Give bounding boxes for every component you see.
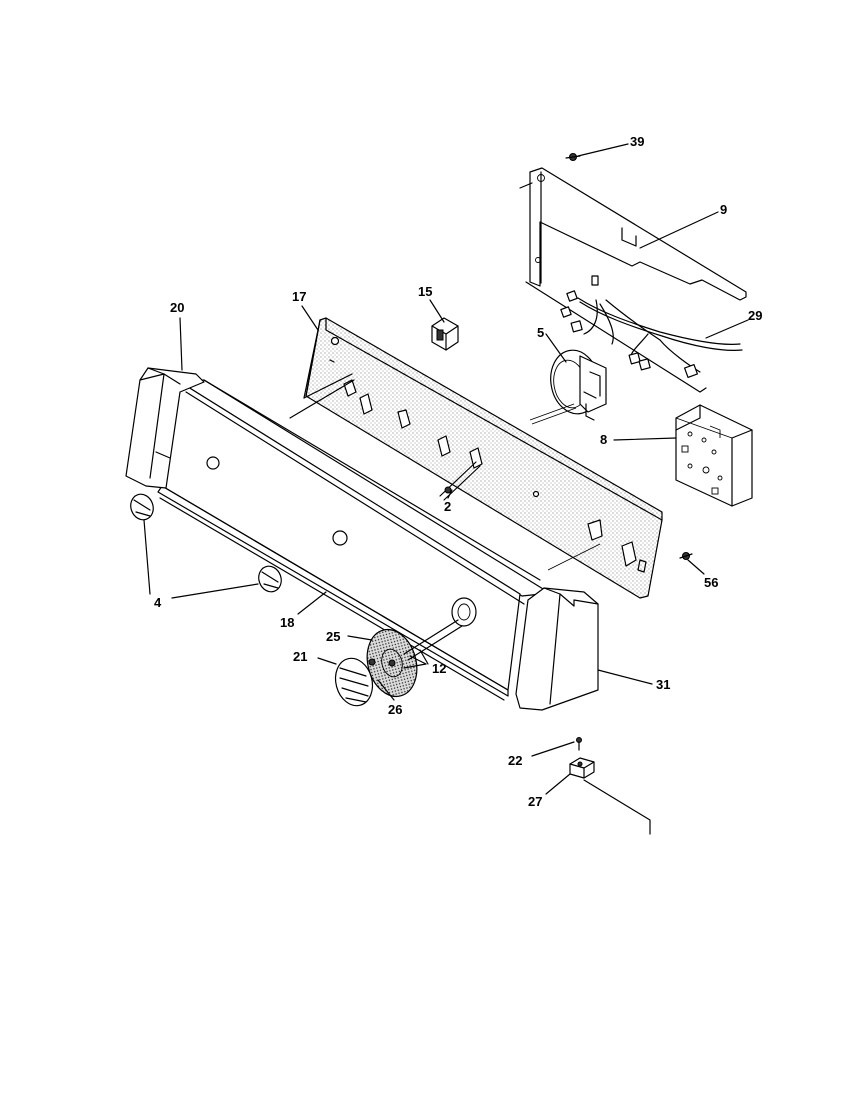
screw-part [565,153,581,161]
part-label: 56 [704,575,718,590]
screw-part-56 [679,552,693,560]
leader-lines [143,143,749,795]
part-label: 17 [292,289,306,304]
part-label: 25 [326,629,340,644]
right-end-cap-part [515,587,599,711]
part-label: 15 [418,284,432,299]
part-label: 9 [720,202,727,217]
wire-harness-part [560,275,743,379]
mount-bracket-part [569,757,651,835]
bracket-part [431,317,459,351]
part-label: 21 [293,649,307,664]
rear-cover-part [519,167,747,393]
part-label: 4 [154,595,162,610]
part-label: 26 [388,702,402,717]
part-label: 27 [528,794,542,809]
part-label: 29 [748,308,762,323]
left-end-cap-part [125,367,205,489]
part-label: 31 [656,677,670,692]
part-label: 5 [537,325,544,340]
shaft-part [403,403,601,665]
part-label: 20 [170,300,184,315]
part-label: 22 [508,753,522,768]
timer-part [675,404,753,507]
part-label: 18 [280,615,294,630]
part-label: 8 [600,432,607,447]
small-knob-part [130,493,282,593]
part-label: 12 [432,661,446,676]
part-label: 39 [630,134,644,149]
screw-part-22 [576,737,582,751]
switch-assembly-part [550,349,607,421]
clip-part [368,658,376,666]
control-panel-back-part [305,317,663,599]
console-panel-part [157,379,561,701]
part-label: 2 [444,499,451,514]
dial-part [366,628,418,698]
part-labels: 39 9 29 5 8 15 17 20 2 56 4 18 25 21 12 … [154,134,762,809]
